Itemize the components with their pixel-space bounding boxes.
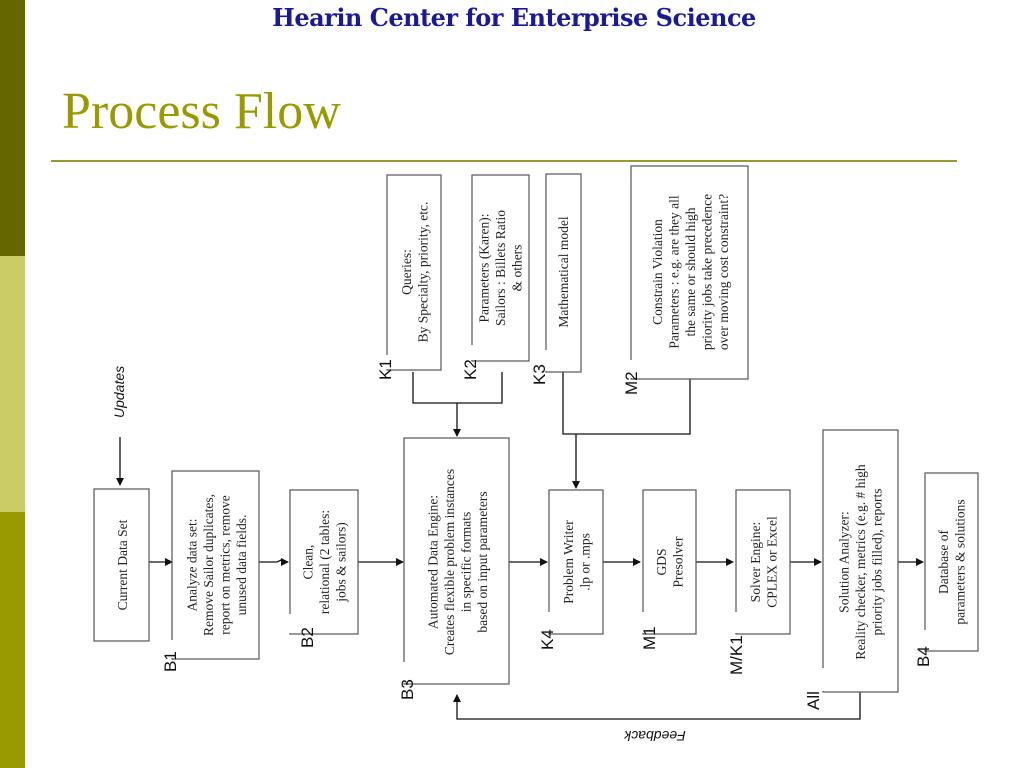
node-text-parameters-karen: Parameters (Karen):Sailors : Billets Rat… [477,210,525,326]
node-text-mathematical-model: Mathematical model [556,216,571,328]
node-m1 [642,489,697,635]
node-text-clean-relational: Clean,relational (2 tables:jobs & sailor… [301,510,349,614]
node-text-line: relational (2 tables: [317,510,332,614]
box-gaps [171,345,927,691]
node-text-line: in specific formats [458,512,473,612]
node-text-line: Queries: [399,249,414,295]
node-text-line: GDS [654,548,669,575]
node-text-line: Constrain Violation [650,219,665,325]
node-text-line: report on metrics, remove [217,495,232,634]
node-text-analyze-data-set: Analyze data set:Remove Sailor duplicate… [184,494,249,636]
title-divider [51,160,957,162]
node-k3 [545,173,582,373]
node-text-line: Mathematical model [556,216,571,328]
node-texts: Current Data Set Analyze data set:Remove … [115,194,967,660]
tag-label-k4: K4 [538,629,557,650]
org-header: Hearin Center for Enterprise Science [0,3,1024,32]
tag-label-b4: B4 [914,646,933,667]
node-k2 [471,174,530,362]
tag-label-m-k1: M/K1 [727,635,746,675]
node-text-line: Solver Engine: [748,522,763,603]
connector-k3-m2 [562,372,691,435]
tag-label-m2: M2 [622,371,641,395]
node-text-line: .lp or .mps [577,533,592,591]
node-current-data-set [93,488,150,642]
node-text-line: Database of [936,529,951,594]
tag-label-m1: M1 [640,626,659,650]
node-text-line: Parameters (Karen): [477,213,492,322]
node-text-line: Parameters : e.g. are they all [667,195,682,349]
updates-label: Updates [111,366,127,418]
node-text-line: the same or should high [683,207,698,336]
node-b1 [171,470,260,660]
node-text-line: Remove Sailor duplicates, [201,494,216,636]
node-b3 [403,437,510,685]
sidebar-band-light [0,256,25,512]
node-b4 [924,472,979,652]
node-text-problem-writer: Problem Writer.lp or .mps [561,520,593,604]
tag-label-b3: B3 [398,679,417,700]
node-text-line: over moving cost constraint? [716,194,731,350]
node-text-line: priority jobs filled), reports [870,489,885,636]
node-text-line: priority jobs take precedence [700,194,715,350]
node-text-line: By Specialty, priority, etc. [415,202,430,343]
tag-label-k2: K2 [461,359,480,380]
node-text-line: Clean, [301,545,316,580]
sidebar-decoration [0,0,27,768]
node-text-line: unused data fields. [234,515,249,616]
connector-k1-k2 [412,372,503,404]
node-text-line: Reality checker, metrics (e.g. # high [853,464,868,659]
tag-label-k1: K1 [376,359,395,380]
node-text-line: parameters & solutions [952,499,967,624]
sidebar-band-mid [0,512,25,768]
arrow-b1-to-b2 [259,558,289,566]
tag-label-b2: B2 [298,627,317,648]
node-m2 [630,165,749,380]
node-text-line: based on input parameters [475,491,490,632]
node-text-line: Solution Analyzer: [837,511,852,613]
node-all [822,429,899,693]
node-text-line: Presolver [670,536,685,587]
feedback-label: Feedback [623,728,685,744]
node-text-automated-data-engine: Automated Data Engine:Creates flexible p… [425,469,490,655]
sidebar-band-dark [0,0,25,256]
tag-label-k3: K3 [530,364,549,385]
node-text-line: Automated Data Engine: [425,495,440,629]
node-text-line: Sailors : Billets Ratio [493,210,508,326]
node-text-line: Problem Writer [561,520,576,604]
tag-label-all: All [804,691,823,710]
feedback-loop-arrow [453,692,861,720]
node-b2 [289,489,359,635]
org-name: Hearin Center for Enterprise Science [272,3,756,32]
node-text-line: Analyze data set: [184,519,199,612]
connectors [116,372,924,720]
node-text-current-data-set: Current Data Set [115,519,130,610]
node-text-solution-analyzer: Solution Analyzer:Reality checker, metri… [837,464,885,659]
sidebar-edge [25,0,27,768]
slide-title: Process Flow [62,83,341,140]
node-k1 [386,174,442,371]
node-k4 [548,489,604,635]
node-text-queries: Queries:By Specialty, priority, etc. [399,202,431,343]
node-text-line: Creates flexible problem instances [442,469,457,655]
node-text-line: CPLEX or Excel [764,516,779,608]
node-text-line: jobs & sailors) [334,522,349,603]
node-mk1 [735,489,791,635]
node-text-solver-engine: Solver Engine:CPLEX or Excel [748,516,780,608]
node-text-line: Current Data Set [115,519,130,610]
tag-label-b1: B1 [161,651,180,672]
node-text-line: & others [510,245,525,292]
